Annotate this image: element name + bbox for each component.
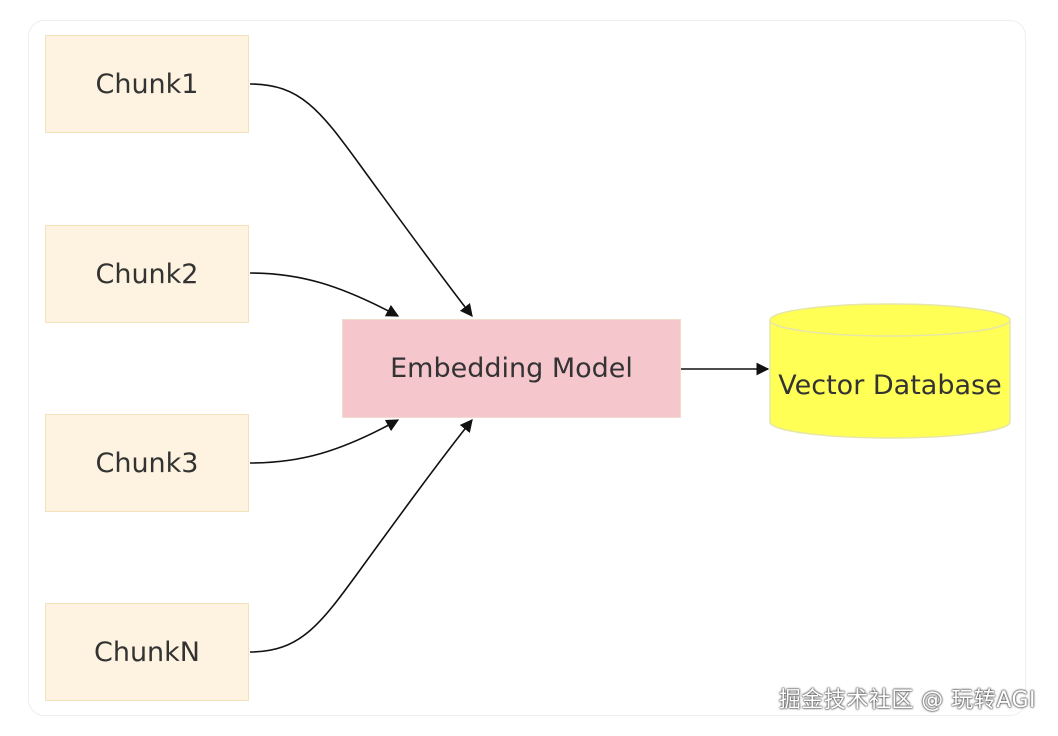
watermark: 掘金技术社区 @ 玩转AGI <box>778 688 1036 713</box>
edge-chunk3-to-model <box>249 419 400 464</box>
chunk-1-node: Chunk1 <box>45 35 249 133</box>
chunk-2-label: Chunk2 <box>95 258 199 290</box>
chunk-n-label: ChunkN <box>93 636 201 668</box>
embedding-model-node: Embedding Model <box>342 319 681 418</box>
edge-chunkn-to-model <box>249 419 473 653</box>
chunk-2-node: Chunk2 <box>45 225 249 323</box>
chunk-1-label: Chunk1 <box>95 68 199 100</box>
vector-database-label-wrap: Vector Database <box>770 342 1010 428</box>
chunk-3-node: Chunk3 <box>45 414 249 512</box>
database-cylinder-top <box>769 303 1011 337</box>
embedding-model-label: Embedding Model <box>390 353 633 384</box>
database-cylinder-body <box>769 320 1011 439</box>
vector-database-label: Vector Database <box>778 369 1002 401</box>
chunk-3-label: Chunk3 <box>95 447 199 479</box>
edge-chunk1-to-model <box>249 83 473 318</box>
chunk-n-node: ChunkN <box>45 603 249 701</box>
edge-chunk2-to-model <box>249 272 400 317</box>
